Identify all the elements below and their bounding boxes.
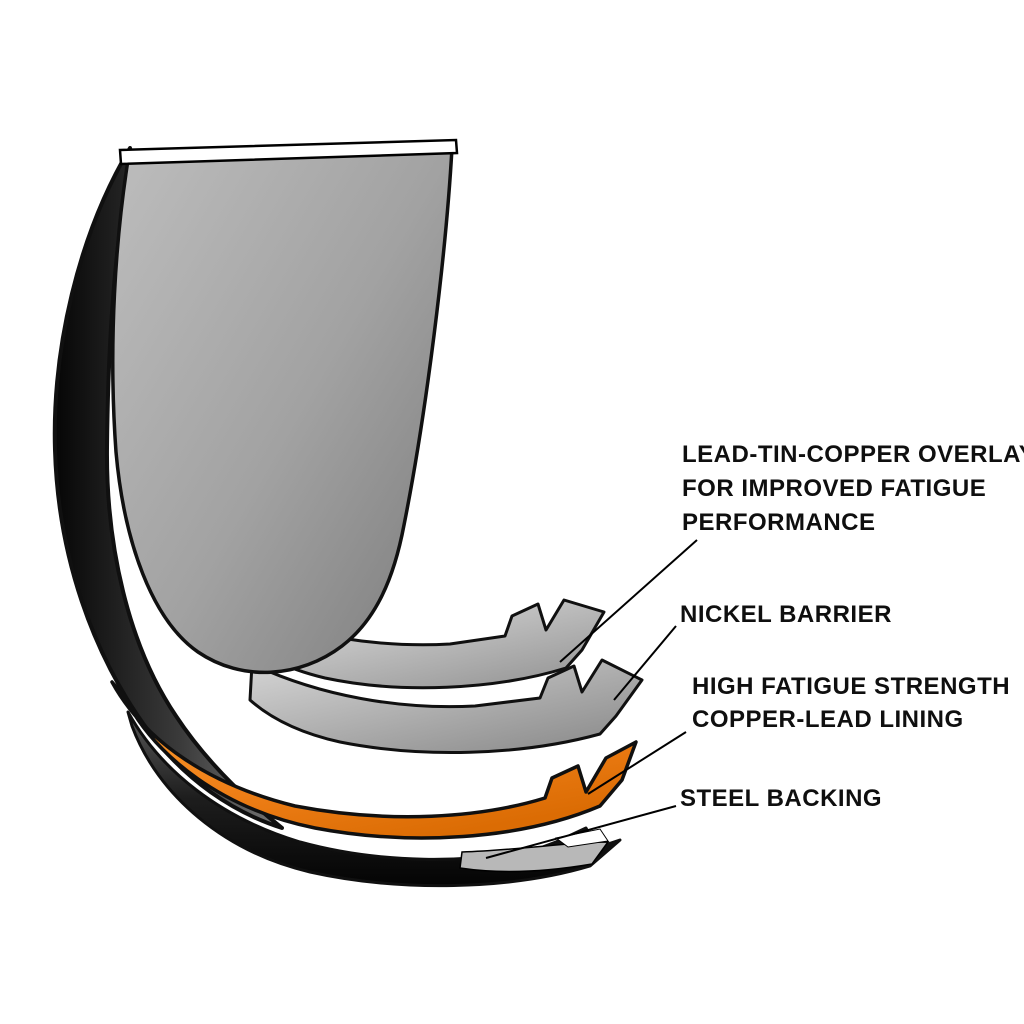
- steel-backing-face: [459, 841, 610, 873]
- leader-line-overlay: [559, 539, 698, 663]
- label-nickel-barrier: NICKEL BARRIER: [680, 601, 892, 628]
- label-copper-line1: HIGH FATIGUE STRENGTH: [692, 673, 1010, 700]
- label-overlay-line3: PERFORMANCE: [682, 509, 876, 536]
- leader-line-copper: [587, 731, 687, 795]
- label-overlay-line1: LEAD-TIN-COPPER OVERLAY: [682, 441, 1024, 468]
- label-steel-backing: STEEL BACKING: [680, 785, 882, 812]
- shell-top-edge-strip: [118, 138, 459, 166]
- leader-line-steel: [485, 805, 677, 859]
- layer-copper-lead-lining: [110, 680, 638, 840]
- layer-steel-backing: [126, 710, 622, 888]
- label-overlay-line2: FOR IMPROVED FATIGUE: [682, 475, 986, 502]
- layer-nickel-barrier: [248, 658, 644, 754]
- steel-backing-edge-highlight: [554, 828, 609, 848]
- leader-line-nickel: [613, 625, 677, 701]
- shell-outer-crescent: [52, 146, 284, 830]
- shell-inner-face: [111, 146, 454, 675]
- label-copper-line2: COPPER-LEAD LINING: [692, 706, 964, 733]
